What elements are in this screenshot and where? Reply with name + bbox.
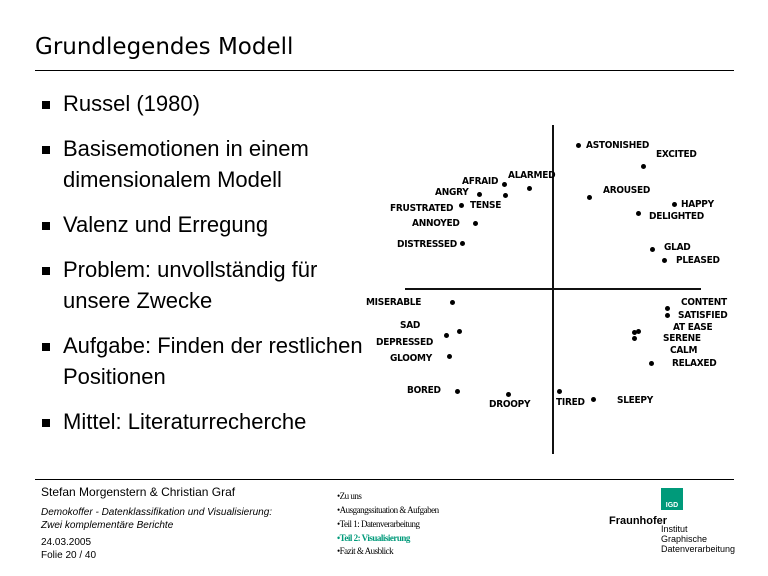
footer-subtitle: Demokoffer - Datenklassifikation und Vis…: [41, 507, 273, 518]
org-name: Fraunhofer: [609, 515, 668, 527]
bullet-square-icon: [42, 101, 50, 109]
emotion-label: TIRED: [556, 397, 585, 408]
bullet-item: Aufgabe: Finden der restlichen Positione…: [40, 330, 363, 392]
emotion-label: AT EASE: [673, 322, 713, 333]
emotion-label: SERENE: [663, 333, 701, 344]
emotion-point: [477, 192, 482, 197]
emotion-label: AROUSED: [603, 185, 651, 196]
emotion-label: TENSE: [470, 200, 502, 211]
bullet-text: Mittel: Literaturrecherche: [63, 409, 307, 434]
emotion-point: [450, 300, 455, 305]
emotion-label: DELIGHTED: [649, 211, 704, 222]
bullet-square-icon: [42, 222, 50, 230]
emotion-label: AFRAID: [462, 176, 499, 187]
emotion-point: [473, 221, 478, 226]
emotion-label: GLOOMY: [390, 353, 432, 364]
emotion-point: [459, 203, 464, 208]
bullet-item: Valenz und Erregung: [40, 209, 363, 240]
bullet-item: Basisemotionen in einem dimensionalem Mo…: [40, 133, 363, 195]
emotion-label: ALARMED: [508, 170, 556, 181]
emotion-point: [447, 354, 452, 359]
emotion-point: [641, 164, 646, 169]
emotion-label: GLAD: [664, 242, 691, 253]
emotion-point: [636, 211, 641, 216]
bullet-text: Problem: unvollständig für unsere Zwecke: [63, 257, 318, 313]
emotion-point: [649, 361, 654, 366]
bullet-text: Aufgabe: Finden der restlichen Positione…: [63, 333, 363, 389]
valence-axis: [405, 288, 701, 290]
bullet-square-icon: [42, 146, 50, 154]
emotion-point: [650, 247, 655, 252]
emotion-label: PLEASED: [676, 255, 720, 266]
emotion-label: RELAXED: [672, 358, 717, 369]
emotion-point: [587, 195, 592, 200]
emotion-point: [455, 389, 460, 394]
emotion-label: HAPPY: [681, 199, 714, 210]
bullet-item: Mittel: Literaturrecherche: [40, 406, 363, 437]
emotion-point: [502, 182, 507, 187]
footer-authors: Stefan Morgenstern & Christian Graf: [41, 485, 236, 499]
emotion-point: [527, 186, 532, 191]
slide-number: Folie 20 / 40: [41, 550, 97, 561]
emotion-label: DISTRESSED: [397, 239, 458, 250]
emotion-point: [557, 389, 562, 394]
title-divider: [35, 70, 734, 71]
emotion-point: [591, 397, 596, 402]
emotion-point: [672, 202, 677, 207]
emotion-label: MISERABLE: [366, 297, 422, 308]
emotion-point: [503, 193, 508, 198]
emotion-point: [506, 392, 511, 397]
nav-item-teil1[interactable]: •Teil 1: Datenverarbeitung: [337, 519, 420, 529]
bullet-item: Problem: unvollständig für unsere Zwecke: [40, 254, 363, 316]
emotion-label: ASTONISHED: [586, 140, 650, 151]
emotion-point: [636, 329, 641, 334]
emotion-label: SLEEPY: [617, 395, 654, 406]
emotion-point: [632, 330, 637, 335]
emotion-label: CALM: [670, 345, 698, 356]
emotion-point: [665, 306, 670, 311]
emotion-point: [576, 143, 581, 148]
emotion-label: DEPRESSED: [376, 337, 434, 348]
bullet-text: Valenz und Erregung: [63, 212, 269, 237]
emotion-label: ANNOYED: [412, 218, 460, 229]
nav-item-teil2-active[interactable]: •Teil 2: Visualisierung: [337, 533, 410, 543]
bullet-square-icon: [42, 419, 50, 427]
slide-title: Grundlegendes Modell: [35, 34, 294, 60]
emotion-label: EXCITED: [656, 149, 697, 160]
bullet-square-icon: [42, 267, 50, 275]
emotion-label: SATISFIED: [678, 310, 728, 321]
emotion-label: DROOPY: [489, 399, 531, 410]
emotion-point: [460, 241, 465, 246]
nav-item-fazit[interactable]: •Fazit & Ausblick: [337, 546, 394, 556]
emotion-point: [457, 329, 462, 334]
emotion-point: [665, 313, 670, 318]
nav-item-zu-uns[interactable]: •Zu uns: [337, 491, 362, 501]
footer-date: 24.03.2005: [41, 537, 92, 548]
emotion-point: [632, 336, 637, 341]
nav-item-ausgangssituation[interactable]: •Ausgangssituation & Aufgaben: [337, 505, 439, 515]
bullet-list: Russel (1980) Basisemotionen in einem di…: [40, 88, 363, 451]
emotion-point: [444, 333, 449, 338]
emotion-label: FRUSTRATED: [390, 203, 454, 214]
emotion-label: CONTENT: [681, 297, 727, 308]
bullet-text: Basisemotionen in einem dimensionalem Mo…: [63, 136, 309, 192]
emotion-label: ANGRY: [435, 187, 469, 198]
bullet-item: Russel (1980): [40, 88, 363, 119]
bullet-text: Russel (1980): [63, 91, 200, 116]
footer-divider: [35, 479, 734, 480]
emotion-label: SAD: [400, 320, 421, 331]
bullet-square-icon: [42, 343, 50, 351]
emotion-point: [662, 258, 667, 263]
footer-subtitle: Zwei komplementäre Berichte: [41, 520, 174, 531]
fraunhofer-igd-logo: IGD: [661, 488, 683, 510]
emotion-label: BORED: [407, 385, 441, 396]
